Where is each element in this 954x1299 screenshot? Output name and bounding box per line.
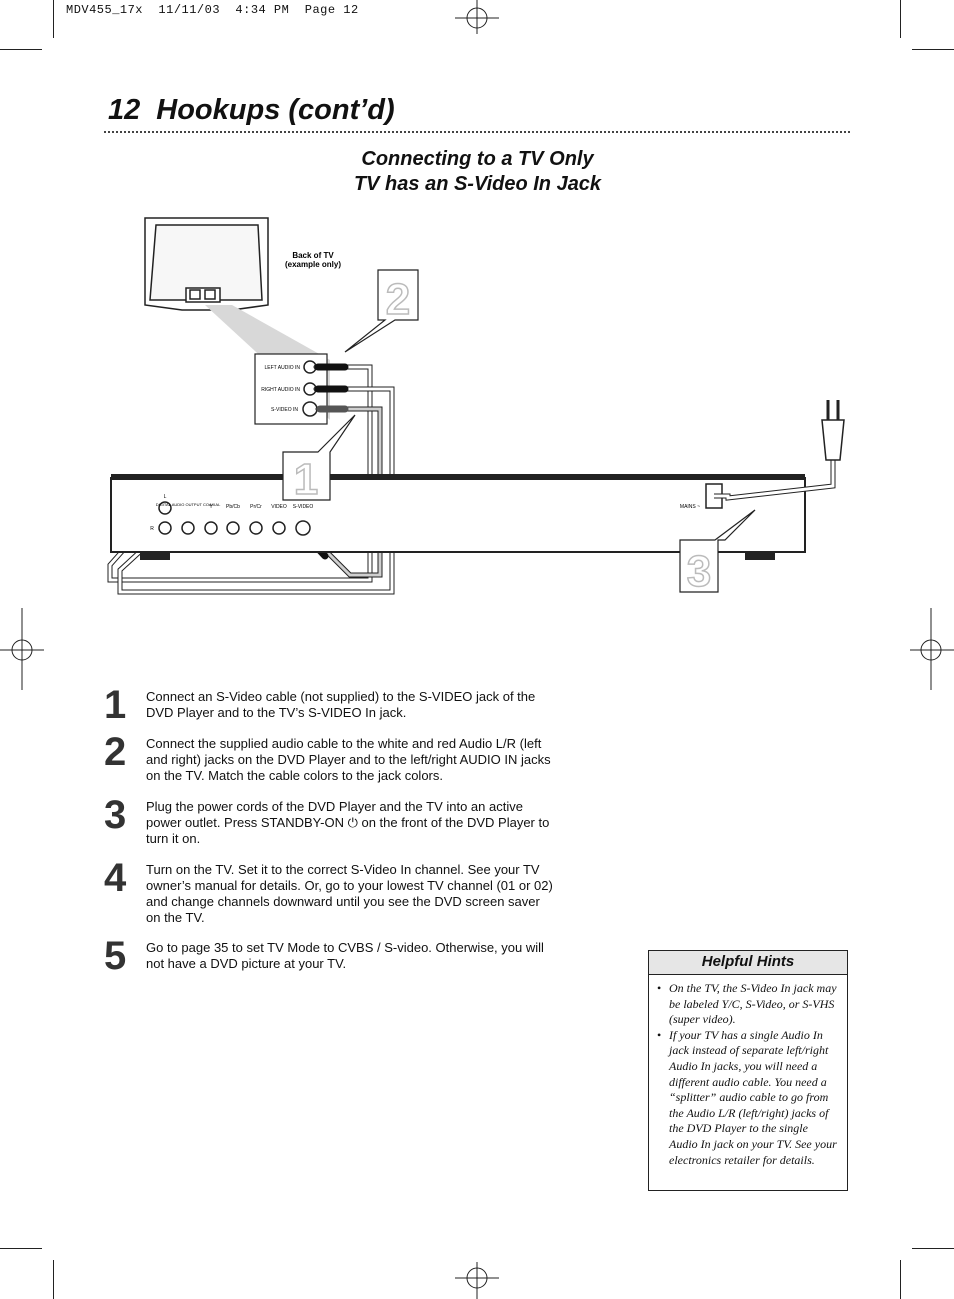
step-number: 1: [104, 683, 127, 727]
player-jack-label-coaxial: DIGITAL AUDIO OUTPUT COAXIAL: [156, 502, 221, 507]
callout-1: [282, 414, 356, 501]
section-heading-line2: TV has an S-Video In Jack: [353, 173, 602, 195]
dotted-rule: [104, 131, 850, 133]
page-heading: Hookups (cont’d): [156, 94, 395, 126]
hint-item: On the TV, the S-Video In jack may be la…: [657, 981, 839, 1028]
tv-jack-label-svideo: S-VIDEO IN: [271, 407, 298, 413]
step-text: Connect an S-Video cable (not supplied) …: [146, 689, 536, 720]
step-number: 3: [104, 793, 127, 837]
step-text: Go to page 35 to set TV Mode to CVBS / S…: [146, 940, 544, 971]
step-number: 5: [104, 934, 127, 978]
helpful-hints-list: On the TV, the S-Video In jack may be la…: [649, 975, 847, 1168]
callout-1-number: 1: [294, 455, 318, 504]
printer-slug: MDV455_17x 11/11/03 4:34 PM Page 12: [66, 3, 359, 17]
back-of-tv-label: Back of TV: [292, 251, 334, 260]
tv-illustration: [144, 217, 269, 311]
hint-item: If your TV has a single Audio In jack in…: [657, 1028, 839, 1168]
player-jack-label-r: R: [150, 526, 154, 532]
page-number: 12: [108, 94, 141, 126]
callout-2: [344, 269, 419, 353]
step-4: 4 Turn on the TV. Set it to the correct …: [104, 856, 564, 932]
player-jack-label-video: VIDEO: [271, 504, 287, 510]
helpful-hints-box: Helpful Hints On the TV, the S-Video In …: [648, 950, 848, 1191]
player-jack-label-l: L: [164, 494, 167, 500]
step-text: Connect the supplied audio cable to the …: [146, 736, 551, 783]
player-jack-label-y: Y: [209, 504, 213, 510]
callout-2-number: 2: [386, 275, 410, 324]
callout-3-number: 3: [687, 547, 711, 596]
step-number: 4: [104, 856, 127, 900]
step-3: 3 Plug the power cords of the DVD Player…: [104, 793, 564, 859]
helpful-hints-title: Helpful Hints: [649, 951, 847, 975]
player-jack-label-pr: Pr/Cr: [250, 504, 262, 510]
step-text: Plug the power cords of the DVD Player a…: [146, 799, 550, 846]
callout-3: [679, 509, 756, 593]
player-jack-label-svideo: S-VIDEO: [293, 504, 314, 510]
section-heading-line1: Connecting to a TV Only: [361, 148, 594, 170]
example-only-label: (example only): [285, 260, 341, 269]
tv-jack-label-right-audio: RIGHT AUDIO IN: [261, 387, 300, 393]
step-text: Turn on the TV. Set it to the correct S-…: [146, 862, 553, 925]
mains-label: MAINS ~: [680, 504, 700, 510]
step-2: 2 Connect the supplied audio cable to th…: [104, 730, 564, 796]
power-cord: [714, 400, 845, 501]
step-number: 2: [104, 730, 127, 774]
step-1: 1 Connect an S-Video cable (not supplied…: [104, 683, 564, 733]
player-jack-label-pb: Pb/Cb: [226, 504, 240, 510]
step-5: 5 Go to page 35 to set TV Mode to CVBS /…: [104, 934, 564, 984]
tv-jack-label-left-audio: LEFT AUDIO IN: [265, 365, 301, 371]
page-title: 12 Hookups (cont’d): [108, 94, 395, 127]
section-heading: Connecting to a TV Only TV has an S-Vide…: [300, 147, 655, 197]
